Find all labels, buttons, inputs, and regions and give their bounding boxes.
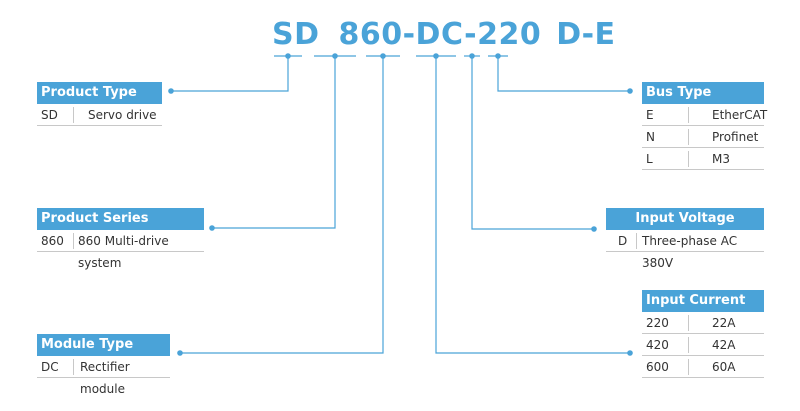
table-row: N Profinet	[642, 126, 764, 148]
desc-cell: 42A	[712, 338, 736, 352]
dot-series	[332, 53, 338, 59]
table-row: 600 60A	[642, 356, 764, 378]
desc-cell: EtherCAT	[712, 108, 768, 122]
dot-product-type	[168, 88, 174, 94]
product-series-table: 860 860 Multi-drive system	[37, 230, 204, 270]
desc-cell: 60A	[712, 360, 736, 374]
desc-cell: Profinet	[712, 130, 759, 144]
table-row: DC Rectifier module	[37, 356, 170, 396]
model-code-bus: E	[594, 17, 616, 52]
code-cell: SD	[41, 108, 58, 122]
dot-bus	[495, 53, 501, 59]
desc-cell: Rectifier module	[80, 360, 130, 396]
dot-product-series	[209, 225, 215, 231]
table-row: E EtherCAT	[642, 104, 768, 126]
model-code-voltage: D	[556, 17, 582, 52]
connector-input-current	[435, 56, 630, 354]
input-current-table: 220 22A 420 42A 600 60A	[642, 312, 764, 378]
model-code-dash: -	[581, 17, 595, 52]
dot-input-current	[627, 350, 633, 356]
input-voltage-table: D Three-phase AC 380V	[606, 230, 764, 270]
connector-product-type	[171, 56, 289, 92]
model-code-current: 220	[477, 17, 542, 52]
module-type-header: Module Type	[37, 334, 170, 356]
table-row: 420 42A	[642, 334, 764, 356]
desc-cell: Servo drive	[88, 108, 157, 122]
dot-voltage	[469, 53, 475, 59]
model-code-module: DC-	[415, 17, 478, 52]
dot-bus-type	[627, 88, 633, 94]
desc-cell: 860 Multi-drive system	[78, 234, 169, 270]
product-series-header: Product Series	[37, 208, 204, 230]
column-divider	[688, 337, 689, 353]
table-row: 860 860 Multi-drive system	[37, 230, 204, 270]
code-cell: N	[646, 130, 655, 144]
code-cell: DC	[41, 360, 59, 374]
code-cell: 420	[646, 338, 669, 352]
dot-sd	[285, 53, 291, 59]
input-voltage-header: Input Voltage	[606, 208, 764, 230]
connector-module-type	[180, 56, 384, 354]
column-divider	[688, 107, 689, 123]
product-type-header: Product Type	[37, 82, 162, 104]
table-row: SD Servo drive	[37, 104, 162, 126]
desc-cell: 22A	[712, 316, 736, 330]
column-divider	[688, 129, 689, 145]
model-code-sd: SD	[272, 17, 320, 52]
bus-type-header: Bus Type	[642, 82, 764, 104]
product-type-table: SD Servo drive	[37, 104, 162, 126]
code-cell: D	[618, 234, 628, 248]
model-code: SD 860-DC-220 D-E	[272, 17, 616, 52]
dot-module	[380, 53, 386, 59]
column-divider	[636, 233, 637, 249]
column-divider	[73, 107, 74, 123]
module-type-table: DC Rectifier module	[37, 356, 170, 396]
column-divider	[688, 151, 689, 167]
input-current-header: Input Current	[642, 290, 764, 312]
dot-input-voltage	[591, 226, 597, 232]
table-row: 220 22A	[642, 312, 764, 334]
table-row: D Three-phase AC 380V	[606, 230, 764, 270]
column-divider	[73, 233, 74, 249]
column-divider	[688, 315, 689, 331]
desc-cell: Three-phase AC 380V	[642, 234, 738, 270]
desc-cell: M3	[712, 152, 730, 166]
bus-type-table: E EtherCAT N Profinet L M3	[642, 104, 768, 170]
connector-input-voltage	[471, 56, 594, 230]
connector-product-series	[212, 56, 336, 229]
model-code-series: 860-	[338, 17, 416, 52]
code-cell: 220	[646, 316, 669, 330]
dot-module-type	[177, 350, 183, 356]
code-cell: E	[646, 108, 654, 122]
column-divider	[73, 359, 74, 375]
connector-bus-type	[497, 56, 630, 92]
table-row: L M3	[642, 148, 764, 170]
code-cell: L	[646, 152, 653, 166]
code-cell: 600	[646, 360, 669, 374]
dot-current	[433, 53, 439, 59]
code-cell: 860	[41, 234, 64, 248]
column-divider	[688, 359, 689, 375]
